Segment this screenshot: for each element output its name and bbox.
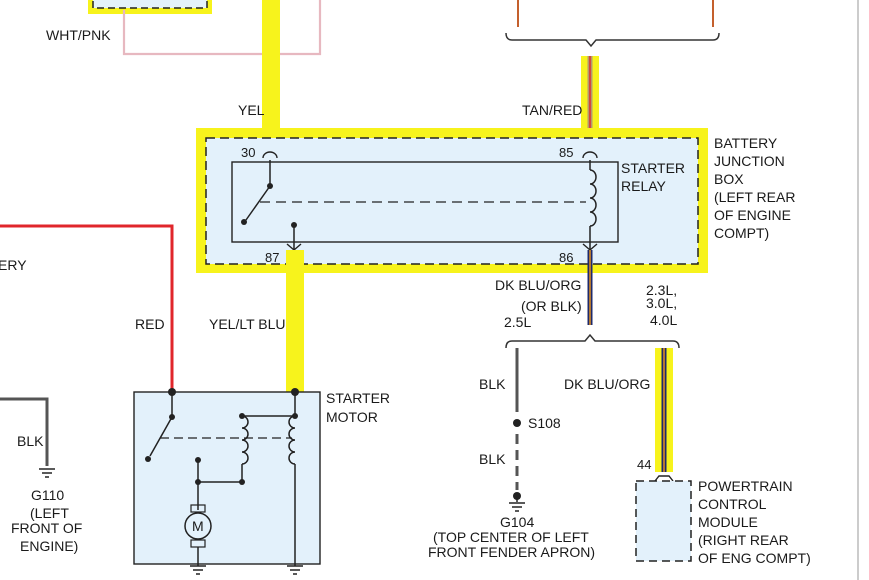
junction-box-label-6: COMPT) <box>714 225 769 241</box>
label-blk-bottom: BLK <box>479 451 506 467</box>
s108-label: S108 <box>528 415 561 431</box>
engine-3-0l: 3.0L, <box>646 295 677 311</box>
g104-label-1: (TOP CENTER OF LEFT <box>433 529 589 545</box>
starter-relay <box>231 151 619 251</box>
g110-label-1: (LEFT <box>30 505 69 521</box>
label-tan-red: TAN/RED <box>522 102 582 118</box>
starter-motor-label-1: STARTER <box>326 390 390 406</box>
powertrain-control-module <box>635 475 692 562</box>
junction-box-label-2: JUNCTION <box>714 153 785 169</box>
top-left-partial-component <box>88 0 212 14</box>
pin-30: 30 <box>241 145 255 160</box>
engine-4-0l: 4.0L <box>650 312 677 328</box>
label-dk-blu-org-pcm: DK BLU/ORG <box>564 376 650 392</box>
pcm-label-4: (RIGHT REAR <box>698 532 789 548</box>
yel-wire <box>262 0 280 130</box>
pin-87: 87 <box>265 250 279 265</box>
red-wire <box>0 224 174 392</box>
label-yel: YEL <box>238 102 265 118</box>
starter-motor-label-2: MOTOR <box>326 409 378 425</box>
battery-partial-label: ERY <box>0 257 27 273</box>
pin-86: 86 <box>559 250 573 265</box>
g110-label-3: ENGINE) <box>20 538 78 554</box>
label-red: RED <box>135 316 165 332</box>
junction-box-label-5: OF ENGINE <box>714 207 791 223</box>
pin-44: 44 <box>637 457 651 472</box>
g104-name: G104 <box>500 514 534 530</box>
g110-name: G110 <box>31 487 64 503</box>
label-blk-top: BLK <box>479 376 506 392</box>
yel-lt-blu-wire <box>286 250 304 392</box>
label-dk-blu-org-1: DK BLU/ORG <box>495 277 581 293</box>
g110-label-2: FRONT OF <box>11 520 82 536</box>
label-blk-g110: BLK <box>17 433 44 449</box>
pin-85: 85 <box>559 145 573 160</box>
junction-box-label-4: (LEFT REAR <box>714 189 795 205</box>
dk-blu-org-pcm-wire <box>655 348 673 472</box>
top-right-partial-wires <box>505 0 720 48</box>
pcm-label-5: OF ENG COMPT) <box>698 550 811 566</box>
blk-wire-s108 <box>509 348 525 512</box>
starter-relay-label-2: RELAY <box>621 178 667 194</box>
pcm-label-2: CONTROL <box>698 496 767 512</box>
motor-symbol: M <box>192 518 204 534</box>
wht-pnk-wire <box>122 0 322 56</box>
junction-box-label-3: BOX <box>714 171 744 187</box>
starter-relay-label-1: STARTER <box>621 160 685 176</box>
pcm-label-3: MODULE <box>698 514 758 530</box>
engine-2-5l: 2.5L <box>504 314 531 330</box>
junction-box-label-1: BATTERY <box>714 135 778 151</box>
label-yel-lt-blu: YEL/LT BLU <box>209 316 286 332</box>
g110-ground-wire <box>0 397 55 478</box>
label-wht-pnk: WHT/PNK <box>46 27 111 43</box>
dk-blu-org-wire <box>505 250 680 349</box>
pcm-label-1: POWERTRAIN <box>698 478 793 494</box>
g104-label-2: FRONT FENDER APRON) <box>428 544 595 560</box>
label-dk-blu-org-2: (OR BLK) <box>521 298 582 314</box>
engine-2-3l: 2.3L, <box>646 282 677 298</box>
starter-motor <box>133 388 321 575</box>
